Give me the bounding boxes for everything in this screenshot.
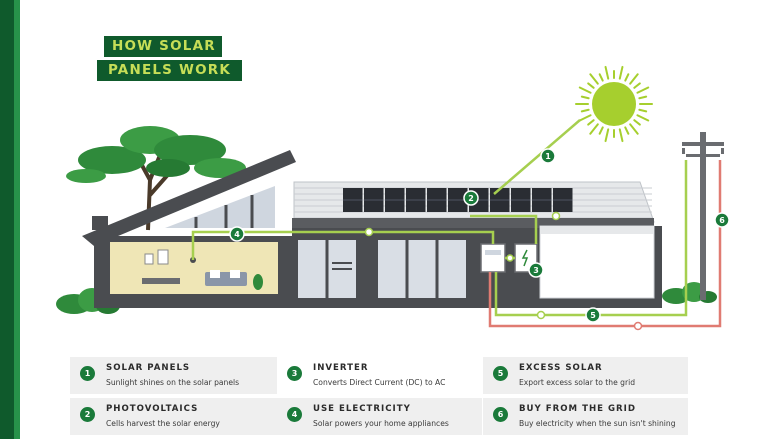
- legend-description: Export excess solar to the grid: [519, 378, 636, 387]
- diagram-marker-number: 6: [719, 216, 725, 225]
- legend-description: Sunlight shines on the solar panels: [106, 378, 240, 387]
- tree-icon: [66, 126, 246, 231]
- diagram-markers: 1 2 3 4 5 6: [229, 148, 730, 323]
- flow-arrows: [364, 211, 643, 331]
- diagram-marker: 1: [540, 148, 556, 164]
- legend-heading: PHOTOVOLTAICS: [106, 404, 199, 414]
- diagram-marker-number: 3: [533, 266, 539, 275]
- diagram-marker-number: 4: [234, 230, 240, 239]
- diagram-marker: 6: [714, 212, 730, 228]
- house-plant-icon: [253, 274, 263, 290]
- legend-item: 6 BUY FROM THE GRID Buy electricity when t…: [483, 398, 688, 435]
- legend-item: 2 PHOTOVOLTAICS Cells harvest the solar en…: [70, 398, 282, 435]
- legend-item: 3 INVERTER Converts Direct Current (DC) to…: [277, 357, 482, 394]
- legend-heading: SOLAR PANELS: [106, 363, 191, 373]
- legend-number-badge: 3: [287, 366, 302, 381]
- sun-icon: [575, 65, 653, 143]
- solar-house-diagram: 1 2 3 4 5 6: [56, 65, 730, 331]
- sliding-doors: [378, 240, 466, 298]
- left-stripe-light: [14, 0, 20, 439]
- legend-description: Cells harvest the solar energy: [106, 419, 220, 428]
- title-line-1: HOW SOLAR: [104, 36, 222, 57]
- diagram-marker: 4: [229, 226, 245, 242]
- legend-heading: BUY FROM THE GRID: [519, 404, 636, 414]
- garage: [539, 225, 655, 299]
- left-stripe-dark: [0, 0, 14, 439]
- legend-number-badge: 1: [80, 366, 95, 381]
- electricity-meter: [480, 243, 506, 273]
- legend-item: 1 SOLAR PANELS Sunlight shines on the sola…: [70, 357, 282, 394]
- diagram-marker: 2: [463, 190, 479, 206]
- legend-description: Solar powers your home appliances: [313, 419, 449, 428]
- lightning-icon: [521, 249, 529, 267]
- legend-description: Converts Direct Current (DC) to AC: [313, 378, 446, 387]
- legend-number-badge: 5: [493, 366, 508, 381]
- legend-item: 5 EXCESS SOLAR Export excess solar to the …: [483, 357, 688, 394]
- title-line-2: PANELS WORK: [97, 60, 242, 81]
- diagram-marker: 5: [585, 307, 601, 323]
- legend-item: 4 USE ELECTRICITY Solar powers your home a…: [277, 398, 482, 435]
- solar-panel-array: [343, 188, 573, 212]
- bush-right-icon: [662, 282, 717, 304]
- legend-number-badge: 4: [287, 407, 302, 422]
- legend-heading: INVERTER: [313, 363, 369, 373]
- sideboard: [142, 278, 180, 284]
- legend-number-badge: 6: [493, 407, 508, 422]
- legend-heading: USE ELECTRICITY: [313, 404, 411, 414]
- legend-heading: EXCESS SOLAR: [519, 363, 603, 373]
- diagram-marker-number: 5: [590, 311, 596, 320]
- diagram-marker-number: 1: [545, 152, 551, 161]
- legend-number-badge: 2: [80, 407, 95, 422]
- diagram-marker: 3: [528, 262, 544, 278]
- power-pole: [682, 132, 724, 300]
- legend-description: Buy electricity when the sun isn't shini…: [519, 419, 676, 428]
- diagram-marker-number: 2: [468, 194, 474, 203]
